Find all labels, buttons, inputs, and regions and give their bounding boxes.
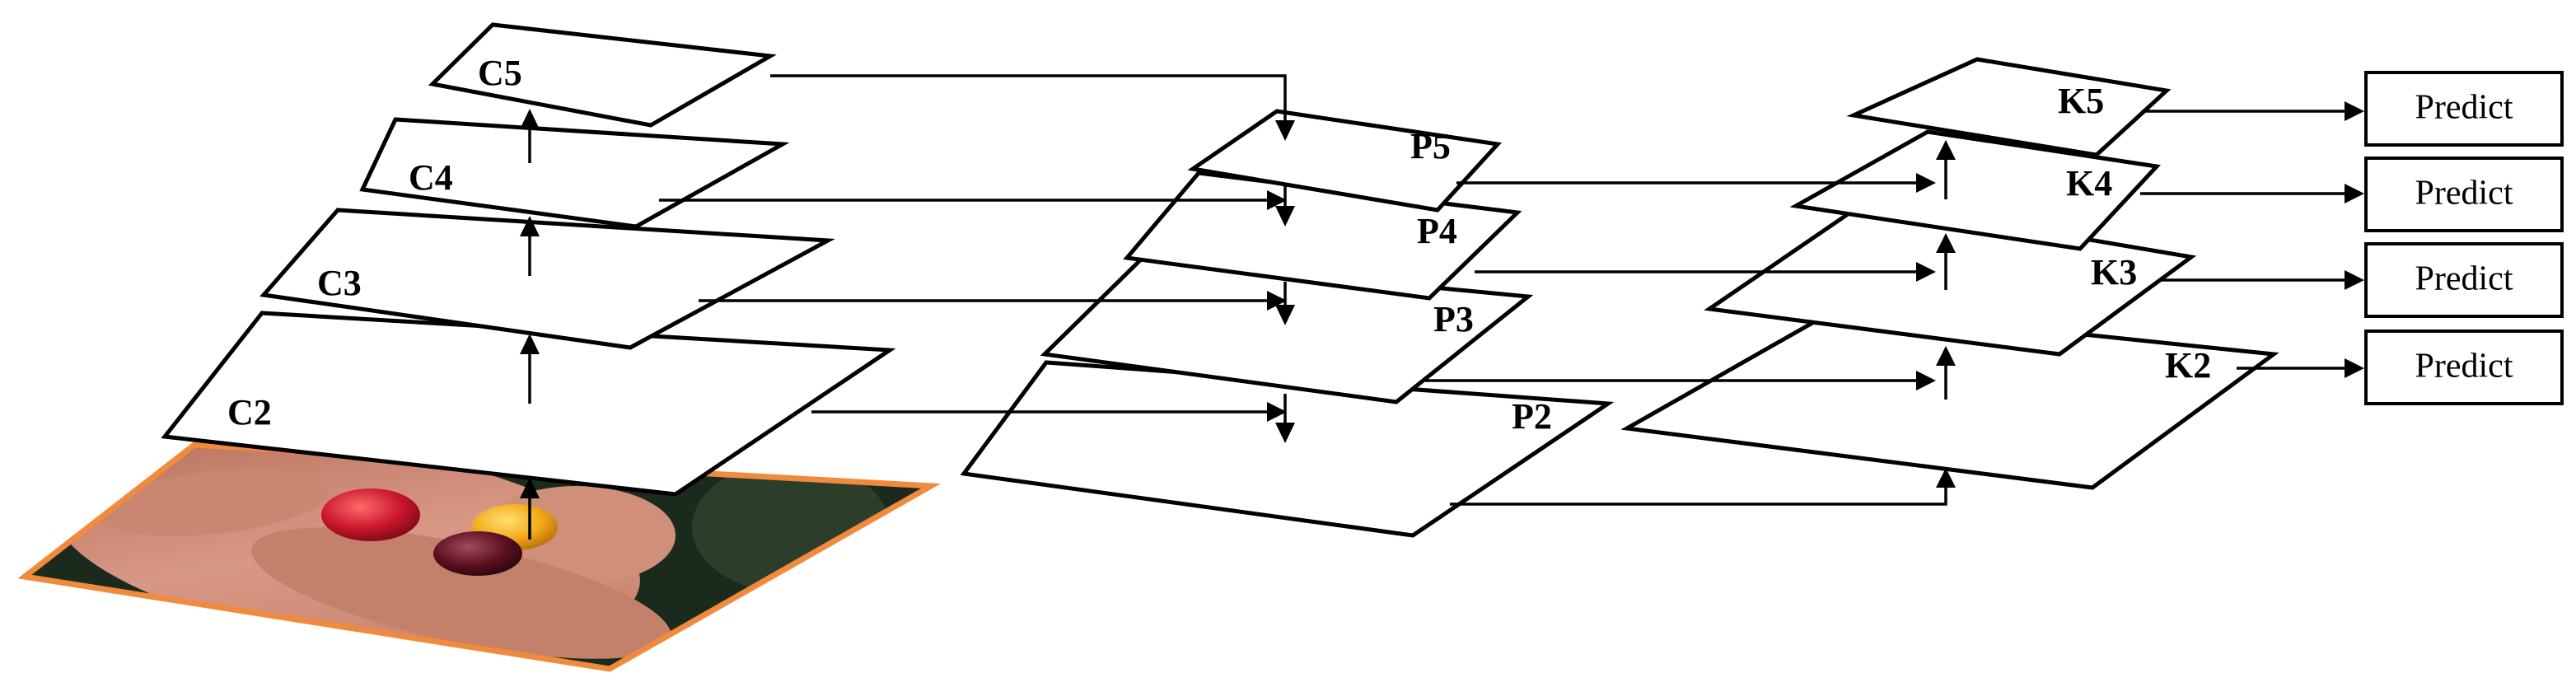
label-p4: P4 [1417, 211, 1457, 251]
label-c3: C3 [317, 263, 362, 303]
plane-p5 [1187, 109, 1503, 213]
plane-c5 [428, 22, 777, 128]
dark-berry [433, 531, 522, 576]
predict-label: Predict [2415, 89, 2513, 127]
predict-label: Predict [2415, 175, 2513, 213]
predict-box-k5: Predict [2364, 71, 2564, 147]
output-column: K2 K3 K4 K5 [1620, 57, 2279, 490]
label-c4: C4 [409, 157, 453, 198]
label-k5: K5 [2058, 81, 2104, 121]
plane-k2 [1620, 306, 2279, 490]
label-c5: C5 [478, 53, 522, 93]
red-berry [321, 488, 420, 541]
prediction-arrows [2140, 101, 2364, 378]
pyramid-column: P2 P3 P4 P5 [960, 109, 1615, 538]
backbone-column: C2 C3 C4 C5 [161, 22, 896, 540]
plane-p2 [960, 360, 1615, 538]
predict-box-k3: Predict [2364, 242, 2564, 318]
predict-label: Predict [2415, 348, 2513, 386]
label-k4: K4 [2066, 163, 2112, 203]
label-p2: P2 [1512, 396, 1552, 437]
label-k2: K2 [2165, 345, 2211, 386]
label-c2: C2 [227, 392, 272, 432]
plane-c2 [161, 311, 896, 497]
bottom-up-arrows [520, 109, 540, 540]
predict-box-k4: Predict [2364, 157, 2564, 232]
lateral-connections-c-to-p [659, 74, 1295, 443]
predict-box-k2: Predict [2364, 329, 2564, 405]
lateral-connections-p-to-k [1425, 140, 1956, 506]
label-k3: K3 [2091, 252, 2137, 292]
input-image [17, 442, 942, 672]
predict-boxes: Predict Predict Predict Predict [2364, 71, 2564, 405]
plane-c3 [259, 208, 835, 350]
plane-k5 [1846, 57, 2172, 157]
predict-label: Predict [2415, 260, 2513, 298]
label-p5: P5 [1410, 126, 1451, 166]
plane-k4 [1789, 129, 2162, 251]
label-p3: P3 [1433, 299, 1474, 339]
